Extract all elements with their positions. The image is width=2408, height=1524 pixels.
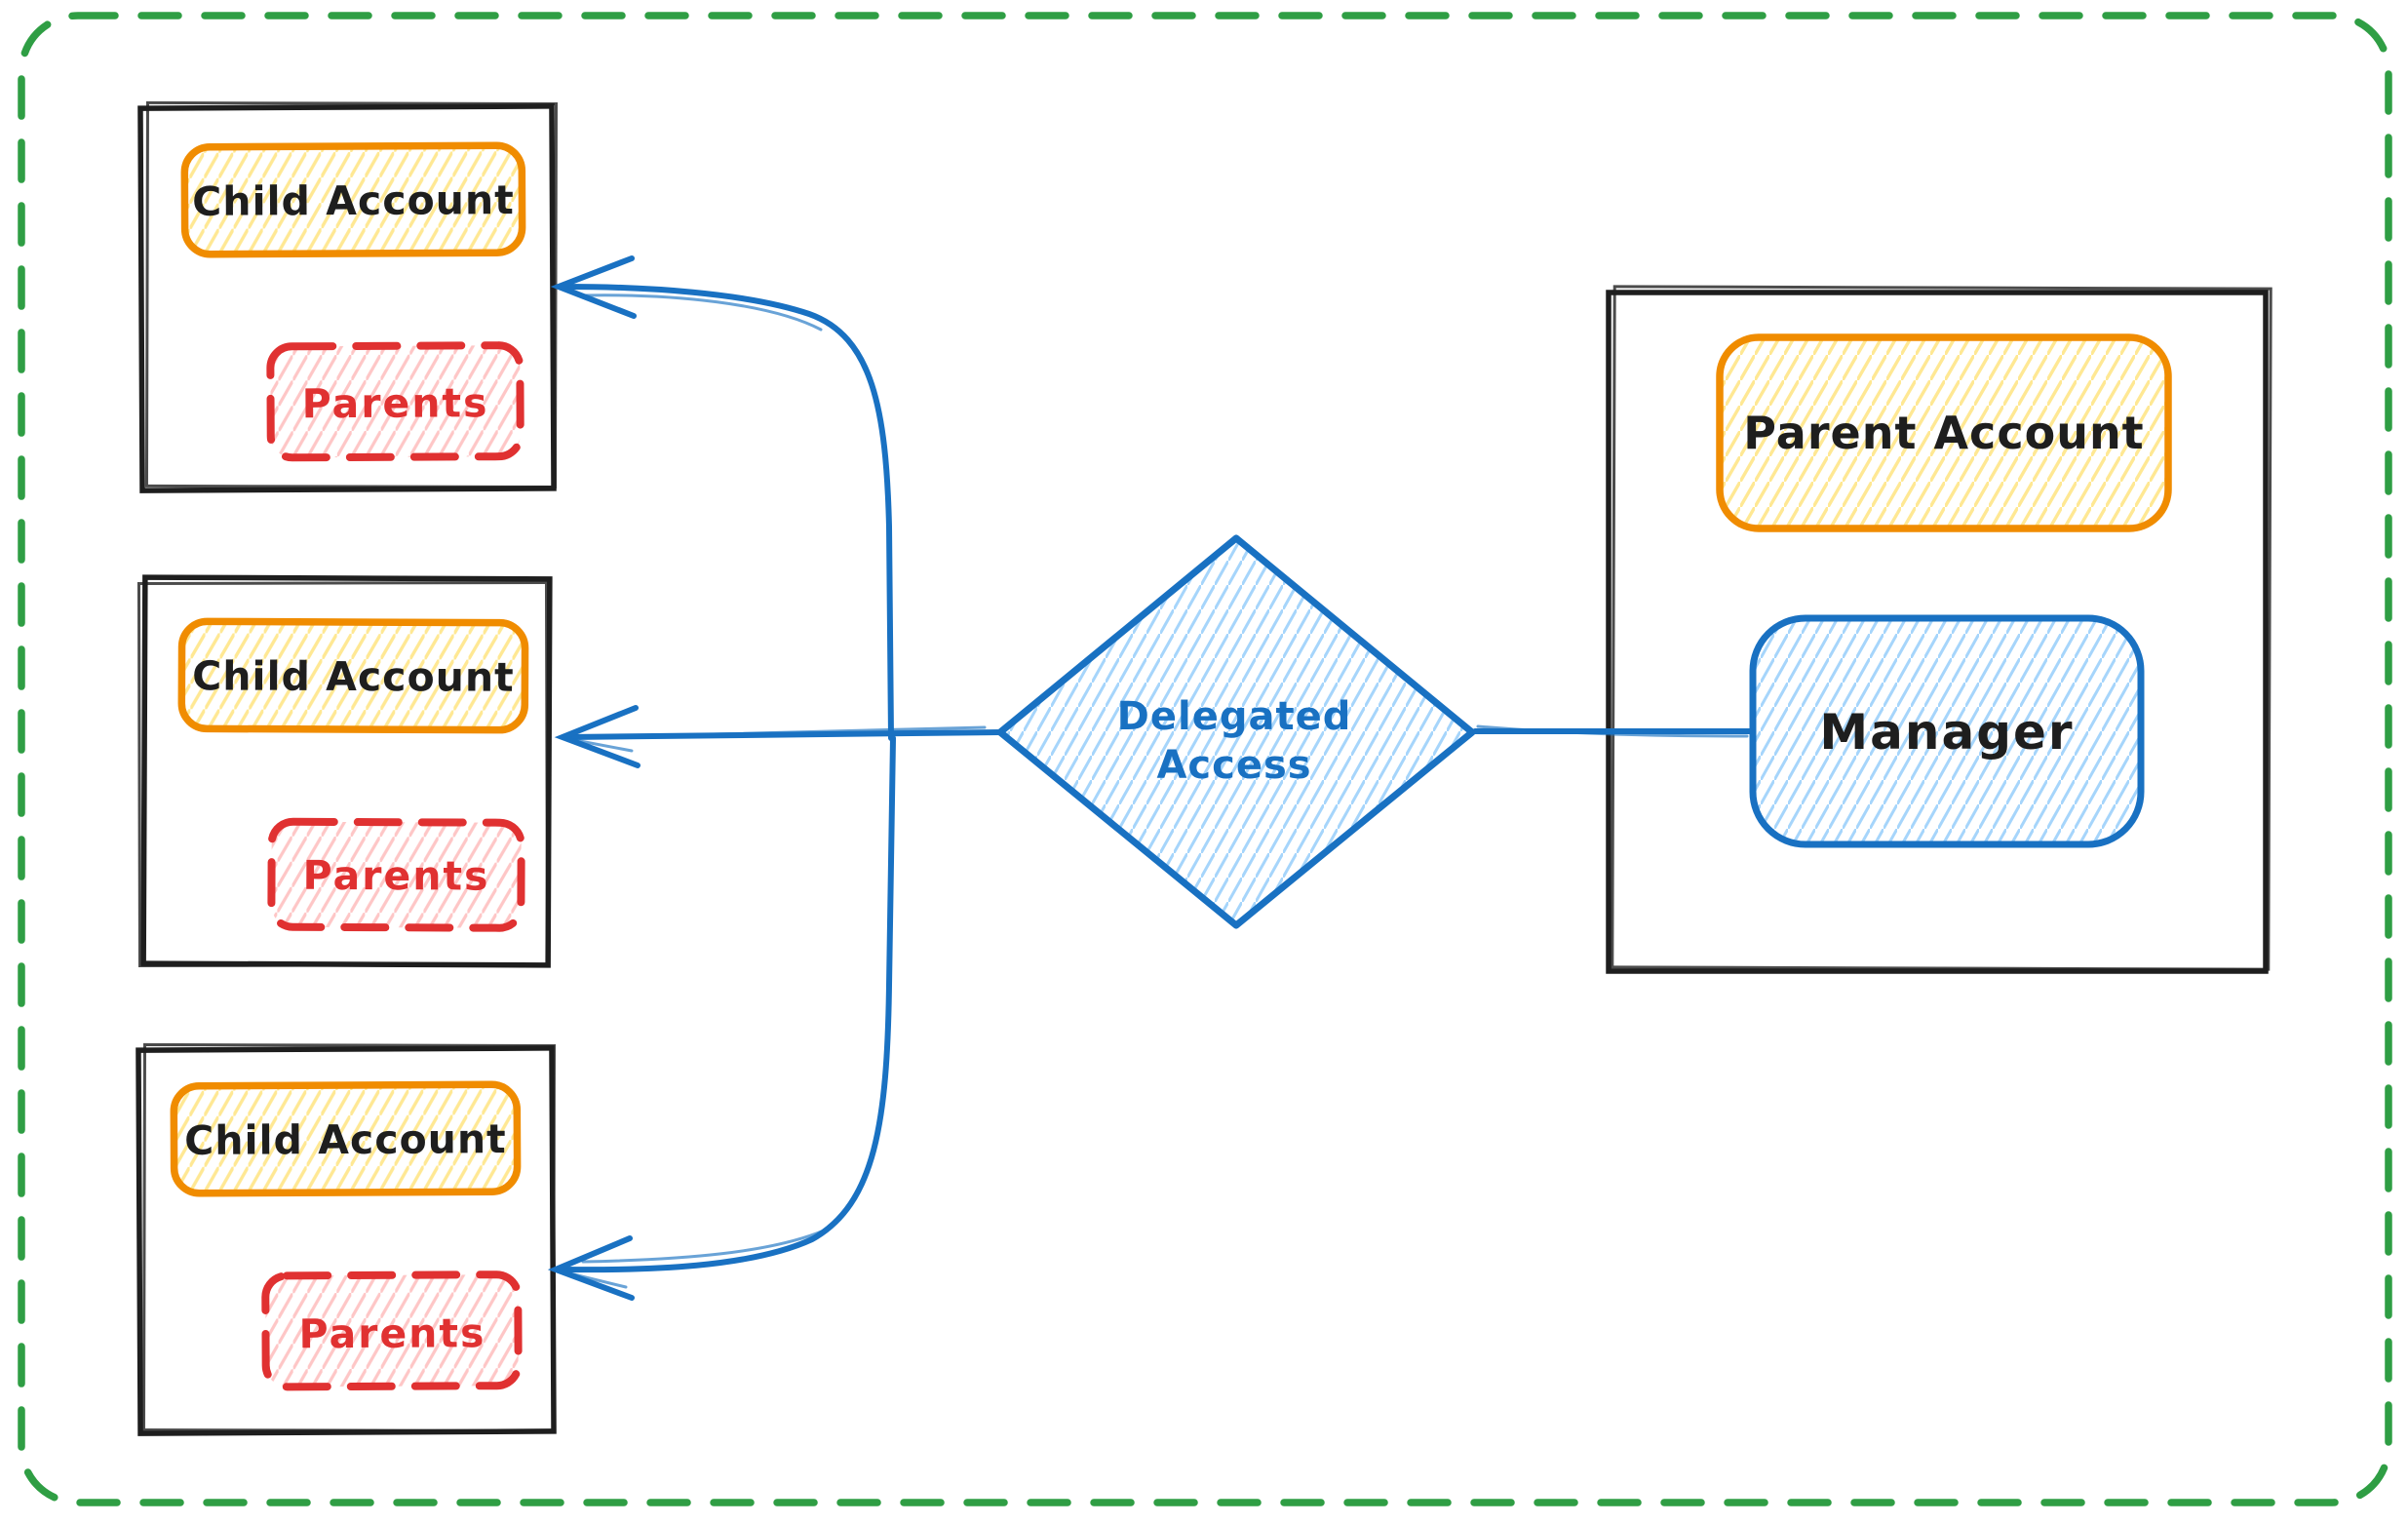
parents-pill-3 xyxy=(261,1270,523,1391)
child-account-label-2: Child Account xyxy=(192,652,515,700)
parent-account-label-pill xyxy=(1716,333,2172,532)
parents-pill-2 xyxy=(267,817,525,932)
parents-label-1: Parents xyxy=(302,379,489,427)
arrow-to-child3-shaft xyxy=(561,735,896,1273)
arrow-to-child1-shaft xyxy=(563,284,894,741)
delegated-access-line2: Access xyxy=(1156,743,1311,788)
arrow-to-child1-echo xyxy=(579,293,823,332)
child-account-box-2: Child Account Parents xyxy=(136,574,553,968)
arrow-to-child2-echo xyxy=(595,725,987,739)
child-account-label-pill-3 xyxy=(170,1080,522,1197)
child-account-label-1: Child Account xyxy=(192,176,515,225)
parents-label-3: Parents xyxy=(298,1309,485,1357)
arrow-to-child1-head xyxy=(550,255,637,319)
edge-manager-to-diamond xyxy=(1472,724,1753,738)
child-box-1-frame-echo xyxy=(144,100,558,489)
arrow-to-child2-head-flick xyxy=(563,736,634,753)
parent-account-label: Parent Account xyxy=(1743,407,2144,459)
child-account-label-pill-2 xyxy=(177,617,529,734)
child-account-label-3: Child Account xyxy=(184,1115,507,1164)
arrow-to-child2-head xyxy=(554,705,641,768)
delegated-access-line1: Delegated xyxy=(1117,694,1352,739)
parent-box-frame-echo xyxy=(1611,285,2272,971)
delegated-access-diamond: Delegated Access xyxy=(996,534,1476,929)
parents-pill-1 xyxy=(266,341,524,462)
arrow-to-child3-echo xyxy=(581,1229,826,1264)
child-box-2-frame-echo xyxy=(136,580,550,968)
edge-diamond-to-child1 xyxy=(550,255,894,741)
manager-label: Manager xyxy=(1819,704,2074,761)
manager-diamond-line-echo xyxy=(1476,724,1749,738)
edge-diamond-to-child3 xyxy=(547,735,896,1301)
edge-diamond-to-child2 xyxy=(554,705,1003,768)
child-account-label-pill-1 xyxy=(180,141,526,258)
child-account-box-3: Child Account Parents xyxy=(136,1042,557,1436)
arrow-to-child3-head-flick xyxy=(556,1269,628,1289)
child-box-3-frame-echo xyxy=(141,1042,557,1433)
child-account-box-1: Child Account Parents xyxy=(137,100,558,493)
diamond-shape-echo xyxy=(997,536,1475,927)
parent-account-box: Parent Account Manager xyxy=(1606,285,2272,974)
parents-label-2: Parents xyxy=(303,852,490,900)
arrow-to-child3-head xyxy=(547,1235,635,1301)
